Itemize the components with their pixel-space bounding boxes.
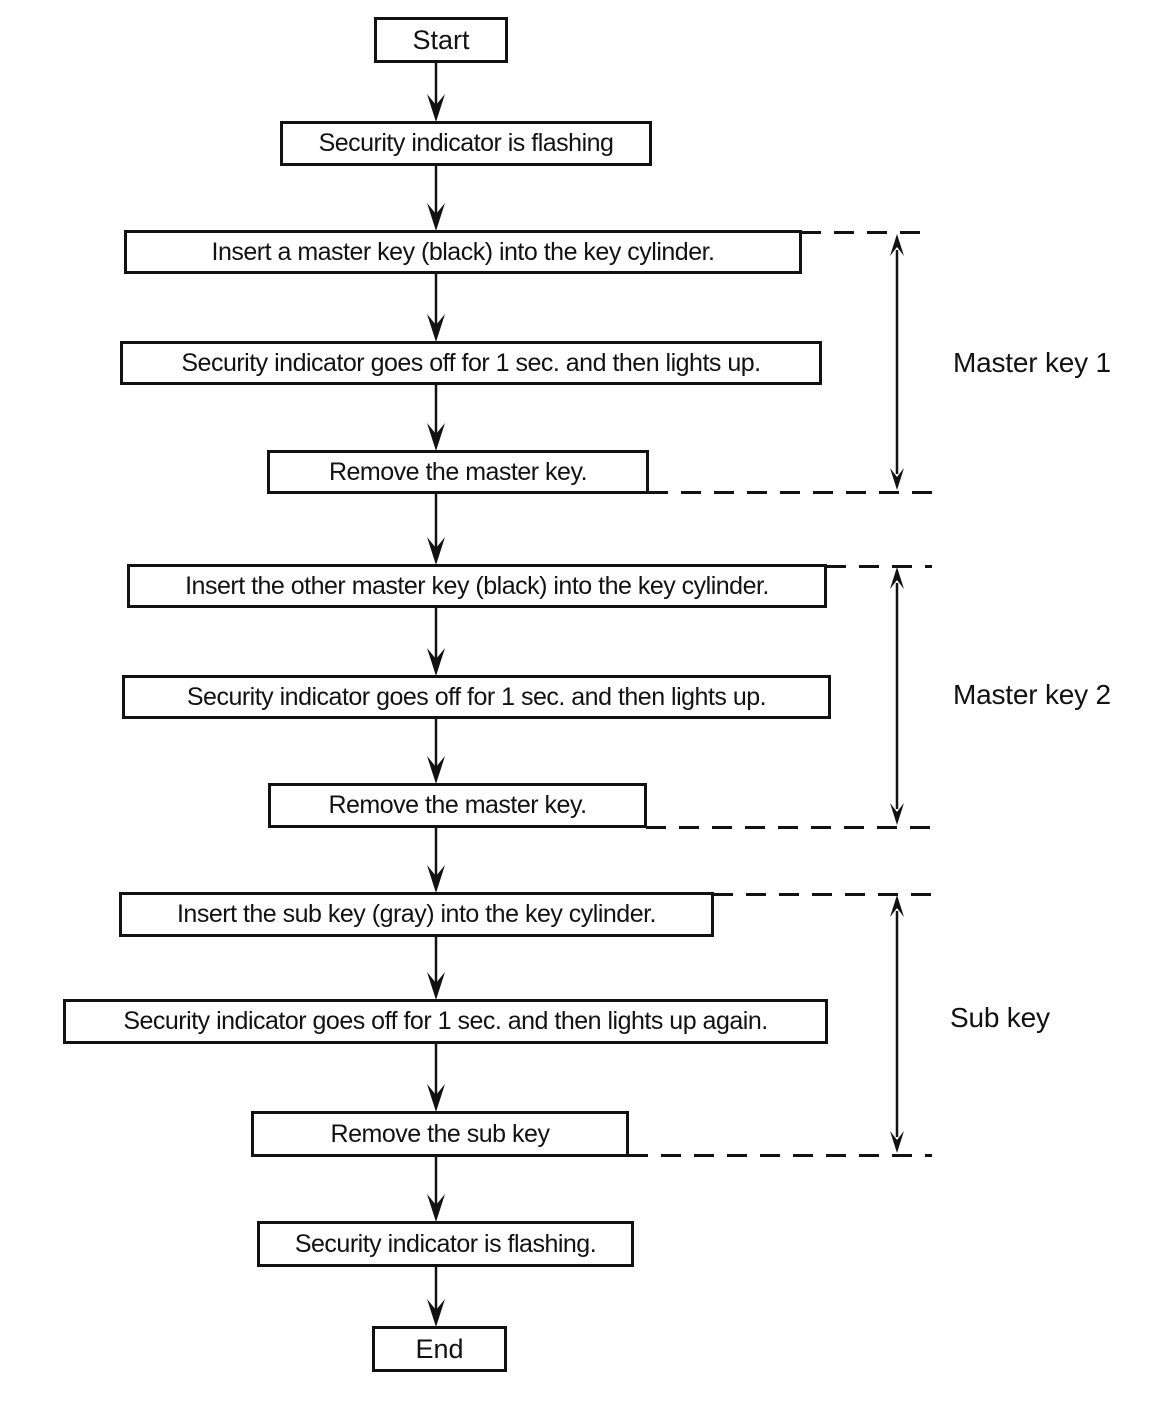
group-boundary-dashed-lines xyxy=(628,231,932,1157)
flow-node-start: Start xyxy=(374,17,508,63)
flow-node-remove-sub-key: Remove the sub key xyxy=(251,1111,629,1157)
flow-node-end: End xyxy=(372,1326,507,1372)
flow-node-indicator-flashing-start: Security indicator is flashing xyxy=(280,121,652,166)
flow-node-indicator-off-1: Security indicator goes off for 1 sec. a… xyxy=(120,341,822,385)
flow-node-insert-master-key-1: Insert a master key (black) into the key… xyxy=(124,230,802,274)
flow-node-remove-master-key-2: Remove the master key. xyxy=(268,783,647,828)
flow-node-indicator-flashing-end: Security indicator is flashing. xyxy=(257,1221,634,1267)
flow-node-indicator-off-sub: Security indicator goes off for 1 sec. a… xyxy=(63,999,828,1044)
flow-node-remove-master-key-1: Remove the master key. xyxy=(267,450,649,494)
group-label-master-key-2: Master key 2 xyxy=(953,679,1111,710)
flow-node-insert-sub-key: Insert the sub key (gray) into the key c… xyxy=(119,892,714,937)
flow-node-indicator-off-2: Security indicator goes off for 1 sec. a… xyxy=(122,675,831,719)
measure-arrow-sub-key xyxy=(890,895,904,1153)
connector-arrows xyxy=(427,62,445,1327)
group-label-master-key-1: Master key 1 xyxy=(953,347,1111,378)
flow-node-insert-master-key-2: Insert the other master key (black) into… xyxy=(127,564,827,608)
group-label-sub-key: Sub key xyxy=(950,1002,1050,1033)
measure-arrow-master-key-1 xyxy=(890,234,904,490)
measure-arrow-master-key-2 xyxy=(890,567,904,825)
